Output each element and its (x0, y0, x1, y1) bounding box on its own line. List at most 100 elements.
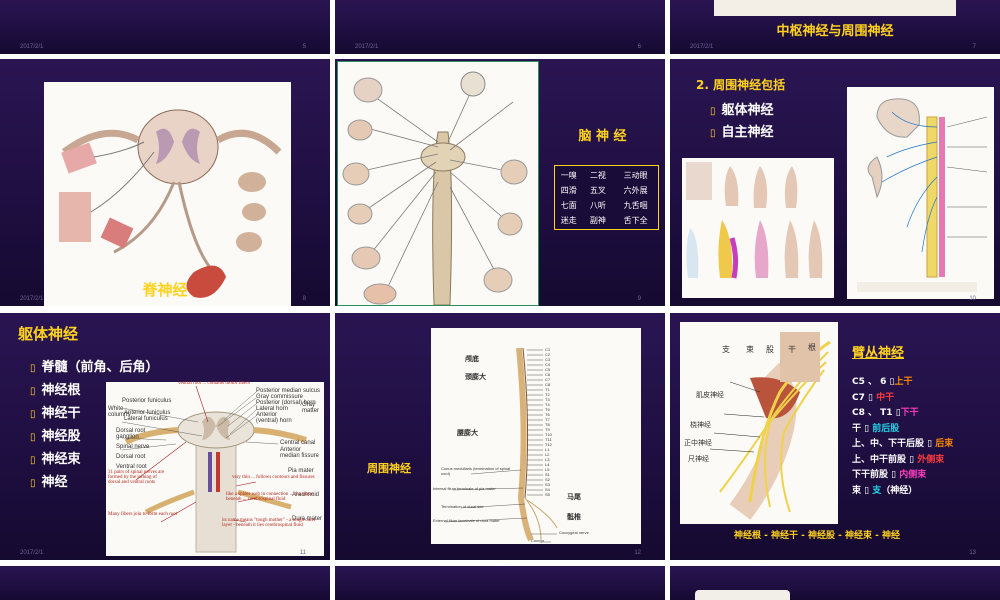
arrow-icon: ▯ (868, 392, 873, 403)
bullet-list: ▯脊髓（前角、后角） ▯神经根 ▯神经干 ▯神经股 ▯神经束 ▯神经 (30, 357, 159, 495)
slide-heading: 躯体神经 (18, 325, 79, 343)
bullet-marker-icon: ▯ (710, 106, 716, 117)
bullet-text: 神经根 (41, 383, 81, 398)
slide-page-number: 11 (299, 550, 306, 556)
slide-thumb-13[interactable]: 支 束 股 干 根 肌皮神经 桡神经 正中神经 尺神经 臂丛神经 C5 、 6 … (670, 313, 1000, 560)
plexus-line: 上、中干前股 ▯ 外侧束 (852, 453, 953, 469)
fig-label-anterior-funiculus: Anterior funiculus (124, 410, 171, 416)
bullet-text: 脊髓（前角、后角） (41, 360, 159, 375)
label-skull-base: 颅底 (465, 356, 479, 363)
slide-page-number: 10 (969, 296, 976, 302)
arrow-icon: ▯ (891, 470, 897, 480)
vertebra-label: T12 (545, 442, 552, 447)
slide-page-number: 8 (302, 296, 306, 302)
slide-thumb-14[interactable] (0, 566, 330, 600)
bullet-marker-icon: ▯ (710, 128, 716, 139)
slide-thumb-16[interactable] (670, 566, 1000, 600)
bullet-text: 神经股 (41, 429, 81, 444)
fig-label-dura-mater: Dura mater (292, 516, 323, 522)
vertebra-label: L4 (545, 462, 550, 467)
fig-label-anterior-horn: Anterior (ventral) horn (256, 412, 292, 424)
mnemonic-cell: 四滑 (560, 186, 577, 195)
spinal-cord-anatomy-illustration: ventral root ... contains motor fibers P… (106, 381, 324, 556)
bullet-text: 神经干 (41, 406, 81, 421)
slide-thumb-7[interactable]: 中枢神经与周围神经 2017/2/1 7 (670, 0, 1000, 54)
label-ulnar-nerve: 尺神经 (688, 456, 709, 463)
bullet-marker-icon: ▯ (30, 432, 36, 443)
vertebra-label: T9 (545, 427, 550, 432)
vertebra-label: T2 (545, 392, 550, 397)
fig-label-gray-matter: Gray matter (302, 402, 320, 414)
vertebra-label: T7 (545, 417, 550, 422)
fig-label-ventral-root-short: Ventral root (116, 464, 147, 470)
mnemonic-cell: 迷走 (560, 216, 577, 225)
vertebra-label: T11 (545, 437, 552, 442)
label-trunks: 干 (788, 345, 796, 354)
slide-title: 中枢神经与周围神经 (776, 24, 894, 39)
plexus-line: C8 、 T1 ▯下干 (852, 406, 953, 422)
vertebra-label: T4 (545, 402, 550, 407)
fig-label-posterior-median-sulcus: Posterior median sulcus (256, 388, 321, 394)
vertebra-label: C8 (545, 382, 551, 387)
label-cords: 束 (746, 345, 754, 354)
mnemonic-cell: 三动眼 (623, 171, 648, 180)
label-cauda-equina: 马尾 (567, 494, 581, 501)
slide-thumb-11[interactable]: 躯体神经 ▯脊髓（前角、后角） ▯神经根 ▯神经干 ▯神经股 ▯神经束 ▯神经 (0, 313, 330, 560)
fig-label-spinal-nerve: Spinal nerve (116, 444, 150, 450)
brainstem-cranial-nerves-drawing (342, 71, 528, 306)
mnemonic-table: 一嗅二视三动眼 四滑五叉六外展 七面八听九舌咽 迷走副神舌下全 (555, 168, 658, 228)
plexus-line-target: 中干 (876, 392, 895, 403)
bullet-item: ▯ 神经干 (30, 403, 159, 426)
bullet-item: ▯神经束 (30, 449, 159, 472)
slide-page-number: 12 (634, 550, 641, 556)
plexus-line-source: 上、中、下干后股 (852, 439, 925, 449)
plexus-line-target: 后束 (935, 439, 954, 449)
arrow-icon: ▯ (927, 439, 933, 449)
vertebra-label: C3 (545, 357, 551, 362)
vertebra-label: C2 (545, 352, 551, 357)
vertebra-label: C4 (545, 362, 551, 367)
mnemonic-cell: 六外展 (623, 186, 648, 195)
slide-image-top (695, 590, 790, 600)
slide-page-number: 9 (637, 296, 641, 302)
mnemonic-row: 迷走副神舌下全 (555, 213, 658, 228)
slide-thumb-6[interactable]: 2017/2/1 6 (335, 0, 665, 54)
autonomic-system-drawing (857, 98, 988, 292)
fig-note-31-pairs: 31 pairs of spinal nerves are formed by … (108, 470, 165, 485)
autonomic-nervous-illustration (847, 87, 994, 299)
fig-label-posterior-funiculus: Posterior funiculus (122, 398, 172, 404)
dermatome-illustration (682, 158, 834, 298)
vertebra-label: C1 (545, 347, 551, 352)
slide-date: 2017/2/1 (20, 44, 44, 50)
plexus-line-source: 上、中干前股 (852, 454, 907, 465)
bullet-item: ▯神经 (30, 472, 159, 495)
plexus-line: 干 ▯ 前后股 (852, 422, 953, 438)
fig-label-lateral-funiculus: Lateral funiculus (124, 416, 168, 422)
slide-heading: 2. 周围神经包括 (696, 78, 786, 92)
fig-label-central-canal: Central canal (280, 440, 316, 446)
slide-thumb-10[interactable]: 2. 周围神经包括 ▯躯体神经 ▯自主神经 (670, 59, 1000, 306)
slide-page-number: 5 (302, 44, 306, 50)
label-cervical-enlargement: 颈膨大 (465, 374, 486, 381)
slide-thumb-12[interactable]: 周围神经 颅底 颈膨大 腰膨大 马尾 骶椎 Conus medullaris (… (335, 313, 665, 560)
bullet-item: ▯ 脊髓（前角、后角） (30, 357, 159, 380)
vertebra-label: C5 (545, 367, 551, 372)
slide-thumb-9[interactable]: 脑 神 经 一嗅二视三动眼 四滑五叉六外展 七面八听九舌咽 迷走副神舌下全 9 (335, 59, 665, 306)
bullet-marker-icon: ▯ (30, 363, 36, 374)
plexus-line-target: 外侧束 (917, 454, 945, 465)
label-coccyx: Coccyx (531, 538, 545, 543)
slide-thumb-15[interactable] (335, 566, 665, 600)
vertebra-label: L1 (545, 447, 550, 452)
slide-thumb-8[interactable]: 脊神经 2017/2/1 8 (0, 59, 330, 306)
label-roots: 根 (808, 343, 816, 352)
label-musculocutaneous-nerve: 肌皮神经 (696, 392, 724, 399)
plexus-line-source: 干 (852, 423, 862, 434)
bullet-text: 神经 (41, 475, 68, 490)
vertebra-label: S4 (545, 487, 550, 492)
slide-thumb-5[interactable]: 2017/2/1 5 (0, 0, 330, 54)
plexus-line: 上、中、下干后股 ▯ 后束 (852, 437, 953, 453)
fig-note-dura: its name means "tough mother" - a tough … (222, 518, 316, 528)
label-internal-filum-terminale: Internal filum terminale of pia mater (433, 486, 496, 491)
fig-label-gray-commissure: Gray commissure (256, 394, 304, 400)
bullet-marker-icon: ▯ (30, 409, 36, 420)
